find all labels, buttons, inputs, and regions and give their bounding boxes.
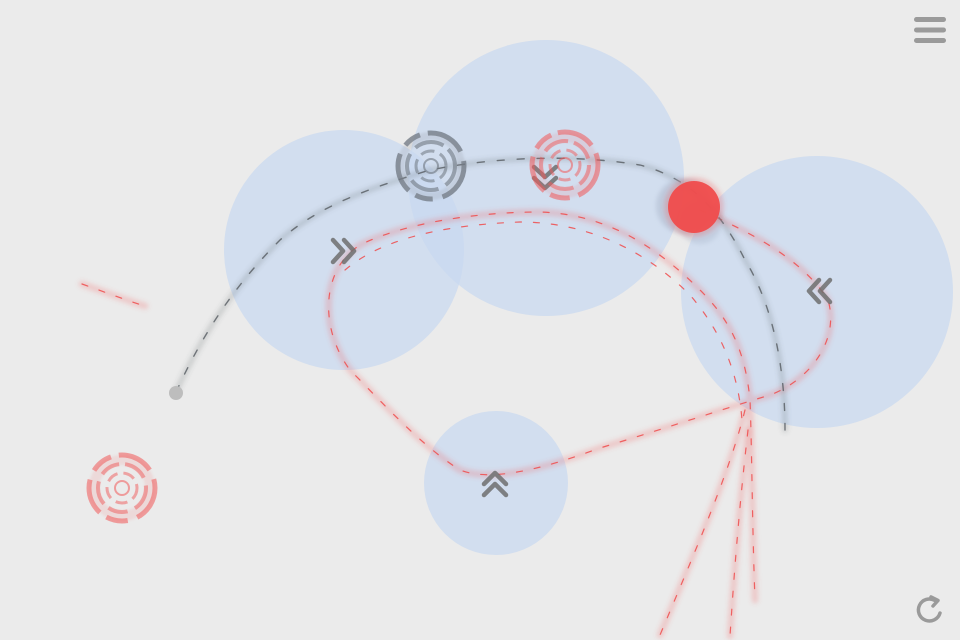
orbit-zone-right[interactable] [681,156,953,428]
red-target-ring [529,129,601,201]
chevrons [330,164,833,498]
chevron-left-icon [806,277,833,305]
chevron-right-icon [330,237,357,265]
red-player-ball[interactable] [656,177,724,244]
player-trail [78,206,835,640]
red-target-ring [86,452,158,524]
ghost-trail [169,155,788,433]
ghost-start-point [169,386,183,400]
chevron-up-icon [481,470,509,498]
hamburger-menu-icon[interactable] [910,12,950,48]
orbit-zones [224,40,953,555]
grey-target-ring [395,130,467,202]
restart-arrow-icon[interactable] [912,592,948,628]
